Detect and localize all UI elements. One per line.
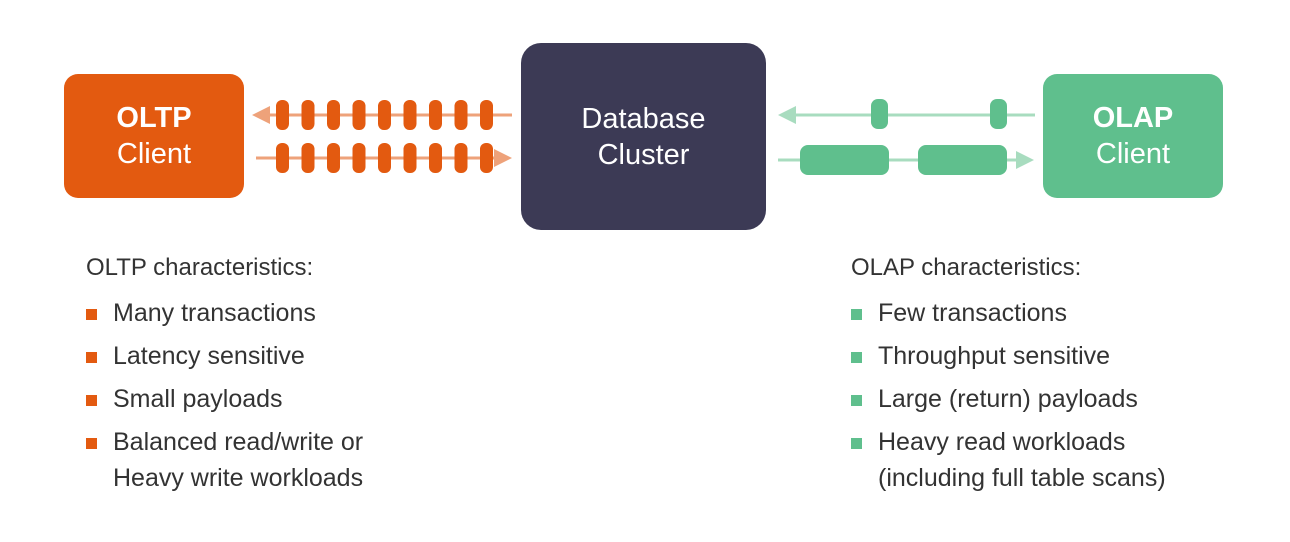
- transaction-packet: [429, 100, 442, 130]
- database-cluster-line1: Database: [581, 102, 706, 135]
- list-item-text: Many transactions: [113, 299, 316, 327]
- transaction-packet: [276, 143, 289, 173]
- transaction-packet: [403, 100, 417, 130]
- oltp-characteristics-heading: OLTP characteristics:: [86, 254, 314, 281]
- square-bullet-icon: [851, 438, 862, 449]
- olap-request-flow: [778, 99, 1035, 129]
- oltp-request-flow: [256, 143, 512, 173]
- list-item: Large (return) payloads: [851, 381, 1231, 417]
- list-item-text: Large (return) payloads: [878, 385, 1138, 413]
- database-cluster-line2: Cluster: [597, 138, 690, 171]
- oltp-characteristics-list: Many transactions Latency sensitive Smal…: [86, 295, 466, 496]
- square-bullet-icon: [86, 309, 97, 320]
- list-item: Small payloads: [86, 381, 466, 417]
- large-packet: [800, 145, 889, 175]
- olap-client-box: OLAP Client: [1043, 74, 1223, 198]
- list-item: Latency sensitive: [86, 338, 466, 374]
- transaction-packet: [352, 143, 366, 173]
- transaction-packet: [480, 100, 493, 130]
- list-item-text: Small payloads: [113, 385, 283, 413]
- small-packet: [990, 99, 1007, 129]
- square-bullet-icon: [851, 352, 862, 363]
- small-packet: [871, 99, 888, 129]
- square-bullet-icon: [851, 395, 862, 406]
- square-bullet-icon: [86, 352, 97, 363]
- transaction-packet: [327, 143, 340, 173]
- transaction-packet: [378, 143, 391, 173]
- transaction-packet: [352, 100, 366, 130]
- list-item-text: Latency sensitive: [113, 342, 305, 370]
- olap-characteristics-list: Few transactions Throughput sensitive La…: [851, 295, 1231, 496]
- list-item: Balanced read/write or Heavy write workl…: [86, 424, 466, 496]
- transaction-packet: [327, 100, 340, 130]
- oltp-client-label: Client: [116, 138, 192, 170]
- square-bullet-icon: [86, 438, 97, 449]
- list-item-text-continued: (including full table scans): [878, 464, 1166, 492]
- square-bullet-icon: [86, 395, 97, 406]
- transaction-packet: [403, 143, 417, 173]
- transaction-packet: [454, 100, 468, 130]
- transaction-packet: [480, 143, 493, 173]
- list-item-text: Few transactions: [878, 299, 1067, 327]
- oltp-client-box: OLTP Client: [64, 74, 244, 198]
- transaction-packet: [276, 100, 289, 130]
- transaction-packet: [301, 100, 315, 130]
- olap-client-label: Client: [1095, 138, 1171, 170]
- database-cluster-box: Database Cluster: [521, 43, 766, 230]
- olap-characteristics-heading: OLAP characteristics:: [851, 254, 1082, 281]
- list-item-text: Balanced read/write or: [113, 428, 364, 456]
- list-item: Many transactions: [86, 295, 466, 331]
- list-item: Few transactions: [851, 295, 1231, 331]
- olap-characteristics: OLAP characteristics: Few transactions T…: [851, 253, 1231, 503]
- olap-response-flow: [778, 145, 1034, 175]
- oltp-characteristics: OLTP characteristics: Many transactions …: [86, 253, 466, 503]
- oltp-client-title: OLTP: [116, 102, 192, 134]
- transaction-packet: [301, 143, 315, 173]
- list-item: Throughput sensitive: [851, 338, 1231, 374]
- list-item-text-continued: Heavy write workloads: [113, 464, 364, 492]
- transaction-packet: [429, 143, 442, 173]
- square-bullet-icon: [851, 309, 862, 320]
- large-packet: [918, 145, 1007, 175]
- olap-client-title: OLAP: [1092, 102, 1174, 134]
- transaction-packet: [378, 100, 391, 130]
- list-item: Heavy read workloads (including full tab…: [851, 424, 1231, 496]
- list-item-text: Heavy read workloads: [878, 428, 1126, 456]
- list-item-text: Throughput sensitive: [878, 342, 1111, 370]
- transaction-packet: [454, 143, 468, 173]
- oltp-response-flow: [252, 100, 512, 130]
